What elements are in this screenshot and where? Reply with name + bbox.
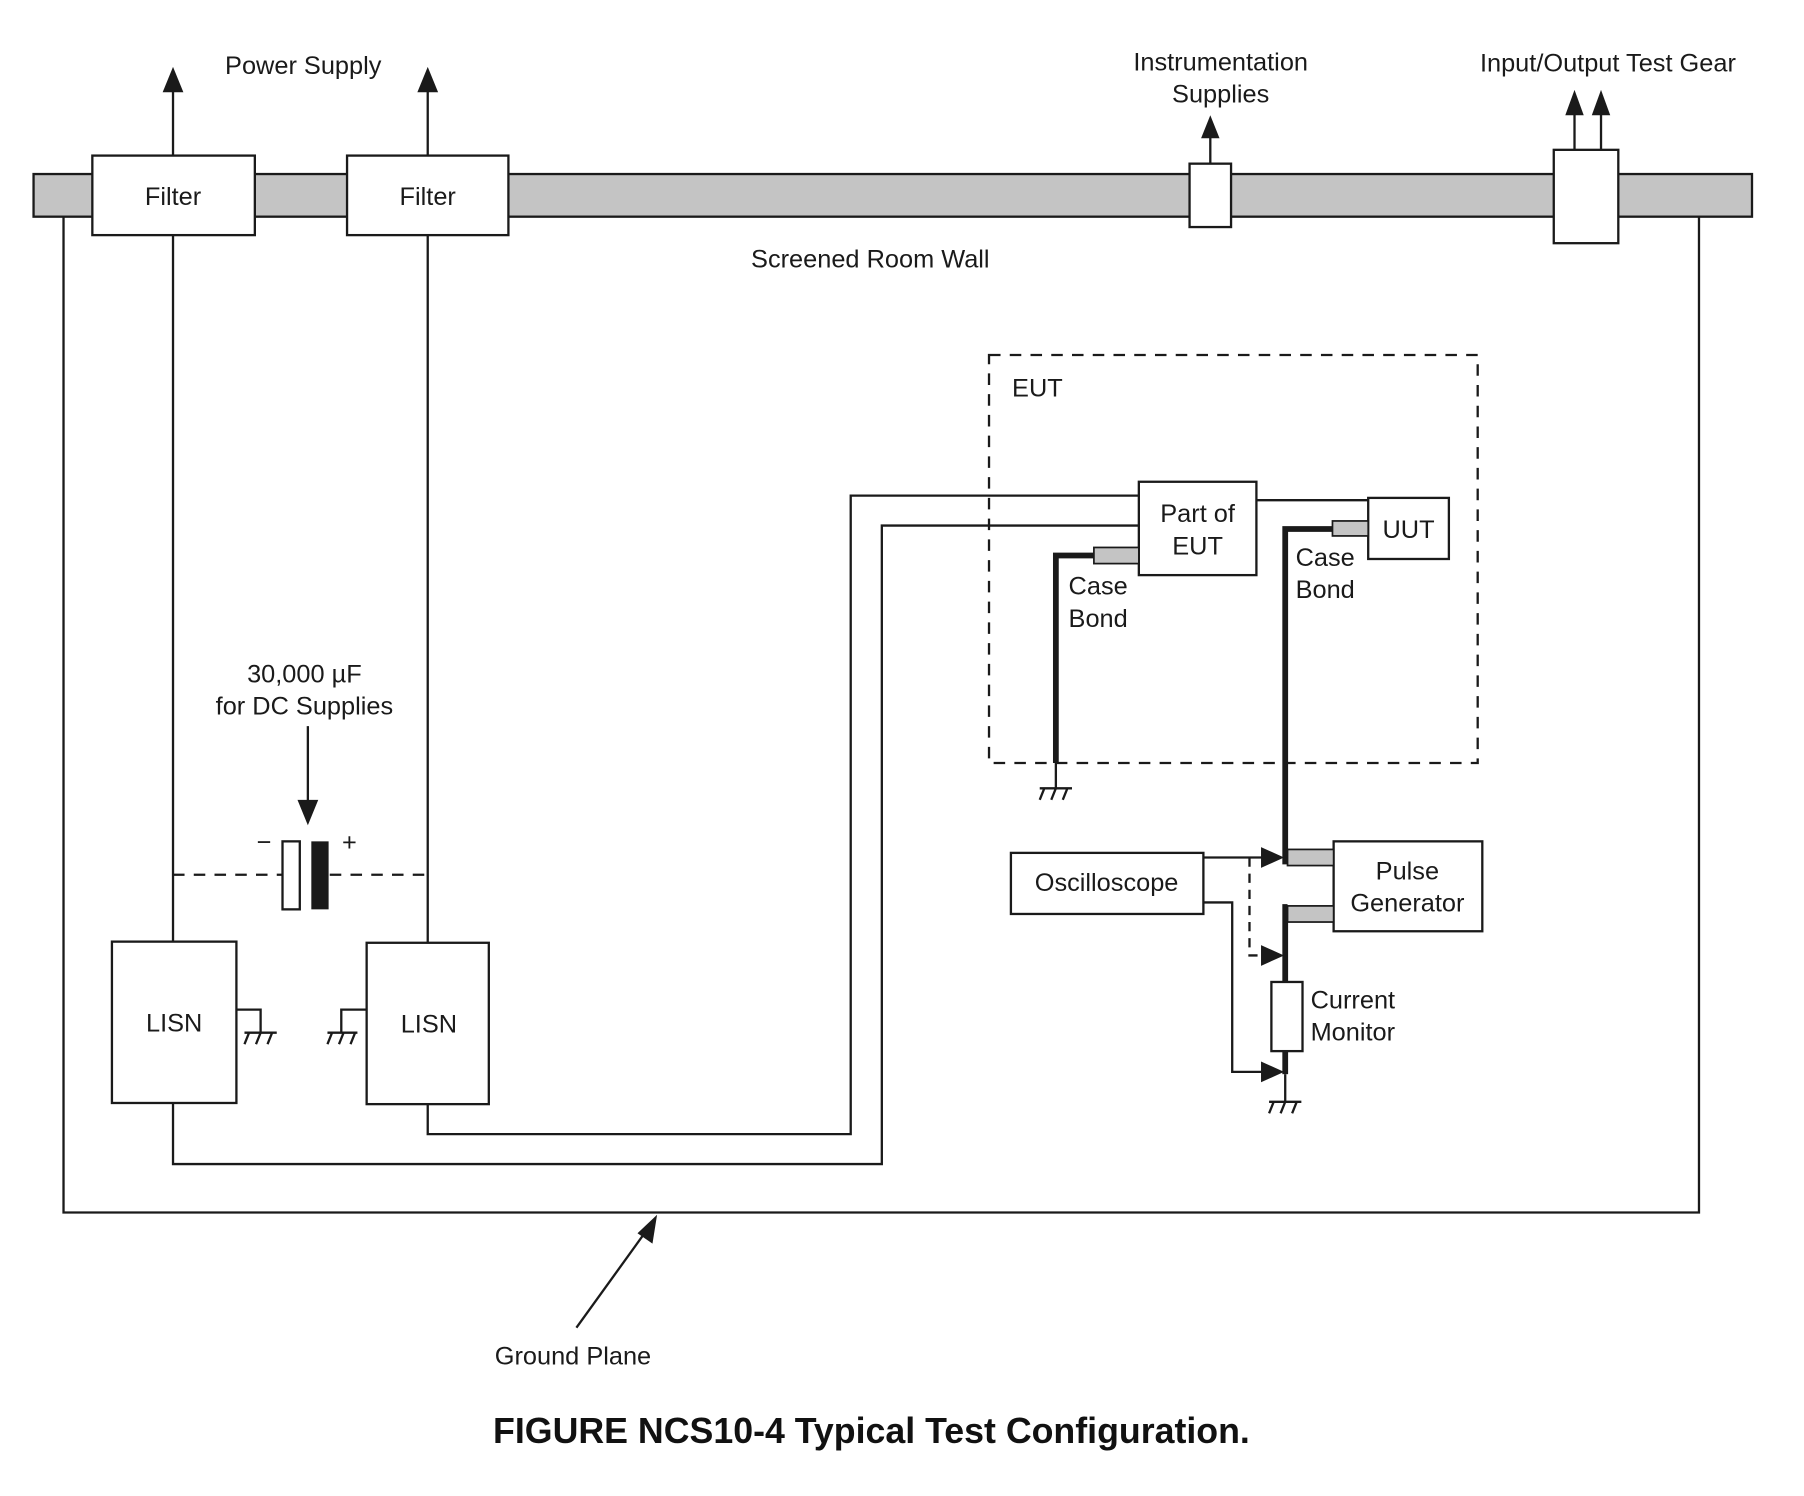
- oscilloscope-label: Oscilloscope: [1035, 869, 1179, 897]
- current-monitor-label-2: Monitor: [1311, 1019, 1396, 1047]
- instrumentation-label: Instrumentation: [1133, 48, 1308, 76]
- io-feedthrough: [1552, 148, 1620, 245]
- pulse-generator-lead-2: [1286, 905, 1335, 923]
- power-supply-label: Power Supply: [225, 52, 382, 80]
- filter-label-1: Filter: [145, 183, 202, 211]
- arrow-up-icon: [1201, 115, 1220, 139]
- ground-icon: [1268, 1100, 1302, 1114]
- case-bond-label-1: Case: [1069, 573, 1128, 601]
- arrow-up-icon: [1565, 89, 1584, 116]
- lisn-label-2: LISN: [401, 1011, 457, 1039]
- ground-plane-pointer: [575, 1227, 649, 1329]
- current-monitor-label: Current: [1311, 986, 1396, 1014]
- oscilloscope-box: [1009, 851, 1205, 916]
- part-of-eut-label-2: EUT: [1172, 532, 1223, 560]
- arrow-up-icon: [1591, 89, 1611, 116]
- pulse-generator-box: [1332, 840, 1484, 933]
- capacitor-plus: +: [342, 829, 357, 857]
- capacitor-label: 30,000 µF: [247, 660, 362, 688]
- scope-probe-alt-dashed: [1248, 857, 1268, 957]
- instrumentation-feedthrough: [1188, 162, 1233, 229]
- cable-lisn2-eut: [426, 494, 1139, 1136]
- lisn1-ground-wire: [236, 1008, 262, 1033]
- lisn2-ground-wire: [340, 1008, 367, 1033]
- cable-lisn1-eut: [171, 524, 1139, 1166]
- ground-icon: [243, 1031, 277, 1045]
- eut-boundary: [987, 353, 1479, 765]
- ground-plane: [62, 216, 1701, 1214]
- io-test-gear-label: Input/Output Test Gear: [1480, 49, 1736, 77]
- capacitor-plate-negative: [281, 840, 301, 911]
- case-bond-strap-1: [1093, 546, 1140, 565]
- part-of-eut-label: Part of: [1160, 500, 1236, 528]
- scope-probe-current: [1203, 901, 1268, 1074]
- eut-label: EUT: [1012, 374, 1063, 402]
- figure-caption: FIGURE NCS10-4 Typical Test Configuratio…: [493, 1411, 1250, 1451]
- screened-room-wall: [32, 172, 1754, 218]
- current-monitor-box: [1270, 980, 1304, 1053]
- arrow-right-icon: [1261, 847, 1285, 868]
- screened-room-wall-label: Screened Room Wall: [751, 245, 990, 273]
- pulse-generator-label-2: Generator: [1350, 890, 1465, 918]
- case-bond-wire-1: [1052, 552, 1094, 763]
- arrow-icon: [637, 1214, 658, 1244]
- lisn-box-1: [110, 940, 238, 1105]
- part-of-eut-box: [1137, 480, 1258, 577]
- filter-box-2: [345, 154, 510, 237]
- filter-box-1: [91, 154, 256, 237]
- arrow-right-icon: [1261, 1061, 1285, 1083]
- arrow-right-icon: [1261, 945, 1285, 966]
- ground-icon: [326, 1031, 358, 1045]
- capacitor-plate-positive: [311, 841, 329, 910]
- case-bond-strap-2: [1331, 520, 1370, 537]
- case-bond-label-1b: Bond: [1069, 605, 1128, 633]
- ground-plane-label: Ground Plane: [495, 1343, 651, 1371]
- pulse-generator-lead-1: [1286, 848, 1335, 867]
- uut-label: UUT: [1382, 516, 1434, 544]
- case-bond-label-2: Case: [1296, 544, 1355, 572]
- pulse-generator-return-wire: [1282, 904, 1289, 982]
- instrumentation-label-2: Supplies: [1172, 81, 1269, 109]
- arrow-up-icon: [417, 66, 439, 93]
- arrow-down-icon: [297, 799, 319, 826]
- pulse-generator-label: Pulse: [1376, 857, 1439, 885]
- case-bond-wire-2: [1282, 526, 1333, 865]
- lisn-label-1: LISN: [146, 1010, 202, 1038]
- ground-icon: [1038, 787, 1072, 801]
- lisn-box-2: [365, 941, 490, 1106]
- filter-label-2: Filter: [400, 183, 457, 211]
- capacitor-minus: −: [257, 829, 272, 857]
- arrow-up-icon: [162, 66, 184, 93]
- case-bond-label-2b: Bond: [1296, 576, 1355, 604]
- capacitor-label-2: for DC Supplies: [216, 693, 393, 721]
